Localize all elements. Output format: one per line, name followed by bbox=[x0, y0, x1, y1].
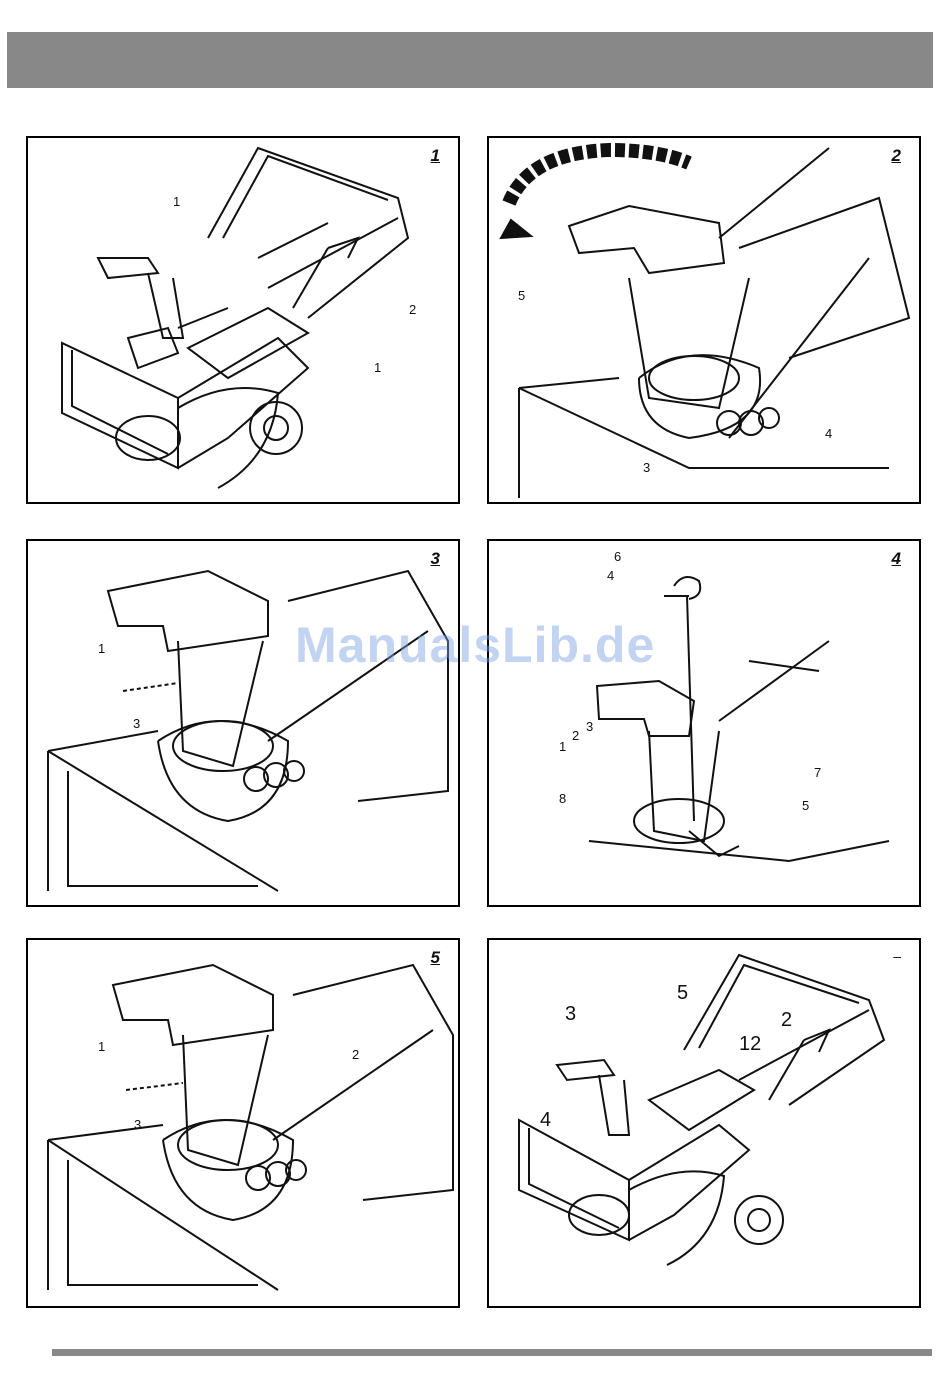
figure-number: – bbox=[893, 948, 901, 964]
figure-number: 2 bbox=[892, 146, 901, 166]
chute-reassembly-illustration bbox=[28, 940, 458, 1306]
callout-label: 4 bbox=[607, 568, 614, 583]
callout-label: 12 bbox=[739, 1033, 761, 1056]
callout-label: 7 bbox=[814, 765, 821, 780]
callout-label: 3 bbox=[134, 1117, 141, 1132]
callout-label: 1 bbox=[559, 739, 566, 754]
figure-number: 3 bbox=[431, 549, 440, 569]
callout-label: 1 bbox=[173, 194, 180, 209]
callout-label: 2 bbox=[781, 1009, 792, 1032]
footer-bar bbox=[52, 1349, 932, 1356]
callout-label: 5 bbox=[802, 798, 809, 813]
callout-label: 4 bbox=[825, 426, 832, 441]
callout-label: 2 bbox=[572, 728, 579, 743]
callout-label: 3 bbox=[643, 460, 650, 475]
snowblower-illustration bbox=[28, 138, 458, 502]
figure-6-panel: – 5 3 2 12 4 bbox=[487, 938, 921, 1308]
discharge-chute-illustration bbox=[489, 138, 919, 502]
callout-label: 5 bbox=[677, 982, 688, 1005]
chute-bolt-illustration bbox=[28, 541, 458, 905]
snowblower-overview-illustration bbox=[489, 940, 919, 1306]
callout-label: 3 bbox=[133, 716, 140, 731]
figure-3-panel: 3 1 3 bbox=[26, 539, 460, 907]
header-bar bbox=[7, 32, 933, 88]
callout-label: 1 bbox=[374, 360, 381, 375]
callout-label: 2 bbox=[352, 1047, 359, 1062]
figure-4-panel: 4 6 4 3 2 1 8 7 5 bbox=[487, 539, 921, 907]
watermark: ManualsLib.de bbox=[295, 616, 655, 674]
cable-assembly-illustration bbox=[489, 541, 919, 905]
figure-number: 1 bbox=[431, 146, 440, 166]
figure-1-panel: 1 1 2 1 bbox=[26, 136, 460, 504]
figure-2-panel: 2 5 4 3 bbox=[487, 136, 921, 504]
callout-label: 1 bbox=[98, 1039, 105, 1054]
callout-label: 4 bbox=[540, 1109, 551, 1132]
callout-label: 6 bbox=[614, 549, 621, 564]
figure-5-panel: 5 1 2 3 bbox=[26, 938, 460, 1308]
callout-label: 3 bbox=[586, 719, 593, 734]
callout-label: 5 bbox=[518, 288, 525, 303]
callout-label: 3 bbox=[565, 1003, 576, 1026]
figure-number: 4 bbox=[892, 549, 901, 569]
callout-label: 8 bbox=[559, 791, 566, 806]
figure-number: 5 bbox=[431, 948, 440, 968]
callout-label: 2 bbox=[409, 302, 416, 317]
callout-label: 1 bbox=[98, 641, 105, 656]
